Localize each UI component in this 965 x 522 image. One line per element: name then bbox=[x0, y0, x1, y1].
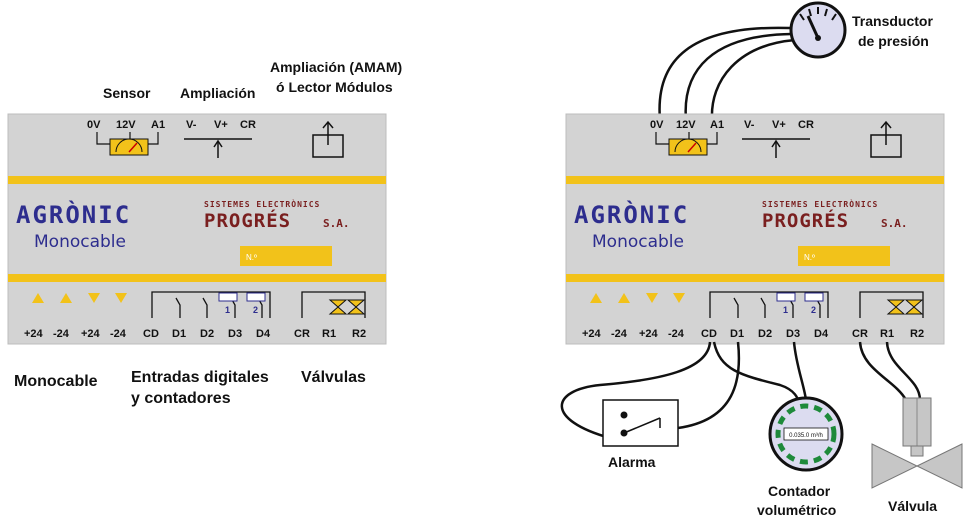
label-monocable: Monocable bbox=[14, 373, 98, 390]
stripe-bottom-left bbox=[8, 274, 386, 282]
module-port-icon-right bbox=[870, 120, 902, 158]
label-counter-line1: Contador bbox=[768, 483, 831, 499]
maker-suffix-right: S.A. bbox=[881, 217, 908, 230]
device-housing-left bbox=[7, 113, 387, 345]
terminal-top-12v-right: 12V bbox=[676, 119, 696, 131]
digital-inputs-symbol-right: 1 2 bbox=[709, 291, 829, 318]
label-sensor: Sensor bbox=[103, 85, 151, 101]
device-housing-right bbox=[565, 113, 945, 345]
maker-line1: SISTEMES ELECTRÒNICS bbox=[204, 198, 320, 209]
terminal-bottom-r1: R1 bbox=[322, 328, 336, 340]
valve-outputs-symbol-left bbox=[301, 291, 366, 318]
stripe-top-left bbox=[8, 176, 386, 184]
terminal-top-12v: 12V bbox=[116, 119, 136, 131]
terminal-bottom-p24a-right: +24 bbox=[582, 328, 602, 340]
serial-prefix: N.º bbox=[246, 253, 257, 262]
terminal-bottom-d1: D1 bbox=[172, 328, 186, 340]
sensor-gauge-icon bbox=[96, 132, 159, 156]
terminal-top-vminus: V- bbox=[186, 119, 197, 131]
label-entradas-line1: Entradas digitales bbox=[131, 369, 269, 386]
serial-plate-right bbox=[798, 246, 890, 266]
terminal-top-vplus-right: V+ bbox=[772, 119, 786, 131]
volumetric-counter-icon: 0.035.0 m³/h bbox=[768, 396, 844, 472]
terminal-bottom-d3: D3 bbox=[228, 328, 242, 340]
terminal-bottom-d2: D2 bbox=[200, 328, 214, 340]
model-label-right: Monocable bbox=[592, 232, 684, 252]
label-transducer-line1: Transductor bbox=[852, 13, 933, 29]
power-triangles-left bbox=[32, 293, 127, 303]
terminal-bottom-d3-right: D3 bbox=[786, 328, 800, 340]
label-valve: Válvula bbox=[888, 498, 937, 514]
label-transducer-line2: de presión bbox=[858, 33, 929, 49]
field-wiring bbox=[560, 341, 922, 440]
terminal-bottom-m24a: -24 bbox=[53, 328, 70, 340]
stripe-bottom-right bbox=[566, 274, 944, 282]
power-triangles-right bbox=[590, 293, 685, 303]
label-counter-line2: volumétrico bbox=[757, 502, 836, 518]
terminal-top-vminus-right: V- bbox=[744, 119, 755, 131]
terminal-bottom-cr: CR bbox=[294, 328, 310, 340]
serial-plate bbox=[240, 246, 332, 266]
terminal-bottom-m24b-right: -24 bbox=[668, 328, 685, 340]
maker-line1-right: SISTEMES ELECTRÒNICS bbox=[762, 198, 878, 209]
terminal-top-vplus: V+ bbox=[214, 119, 228, 131]
module-port-icon bbox=[312, 120, 344, 158]
terminal-bottom-cd: CD bbox=[143, 328, 159, 340]
sensor-gauge-icon-right bbox=[655, 132, 718, 156]
brand-logo: AGRÒNIC bbox=[16, 199, 131, 229]
terminal-top-0v-right: 0V bbox=[650, 119, 664, 131]
terminal-bottom-p24a: +24 bbox=[24, 328, 44, 340]
label-valvulas: Válvulas bbox=[301, 369, 366, 386]
stripe-top-right bbox=[566, 176, 944, 184]
right-panel: Transductor de presión 0V 12V A1 V- V+ C… bbox=[560, 1, 963, 518]
maker-suffix: S.A. bbox=[323, 217, 350, 230]
transducer-cables bbox=[658, 26, 796, 121]
terminal-top-cr-right: CR bbox=[798, 119, 814, 131]
counter-mark-1-right: 1 bbox=[783, 305, 788, 315]
valve-outputs-symbol-right bbox=[859, 291, 924, 318]
terminal-bottom-d4-right: D4 bbox=[814, 328, 829, 340]
terminal-top-0v: 0V bbox=[87, 119, 101, 131]
terminal-bottom-m24b: -24 bbox=[110, 328, 127, 340]
left-panel: Sensor Ampliación Ampliación (AMAM) ó Le… bbox=[7, 59, 402, 407]
terminal-top-cr: CR bbox=[240, 119, 256, 131]
label-amam-line1: Ampliación (AMAM) bbox=[270, 59, 402, 75]
terminal-bottom-p24b-right: +24 bbox=[639, 328, 659, 340]
terminal-bottom-p24b: +24 bbox=[81, 328, 101, 340]
label-alarm: Alarma bbox=[608, 454, 656, 470]
terminal-bottom-d4: D4 bbox=[256, 328, 271, 340]
terminal-top-a1-right: A1 bbox=[710, 119, 724, 131]
terminal-bottom-d2-right: D2 bbox=[758, 328, 772, 340]
digital-inputs-symbol-left: 1 2 bbox=[151, 291, 271, 318]
label-entradas-line2: y contadores bbox=[131, 390, 231, 407]
label-ampliacion: Ampliación bbox=[180, 85, 255, 101]
label-amam-line2: ó Lector Módulos bbox=[276, 79, 393, 95]
terminal-bottom-r2: R2 bbox=[352, 328, 366, 340]
terminal-bottom-m24a-right: -24 bbox=[611, 328, 628, 340]
terminal-bottom-cr-right: CR bbox=[852, 328, 868, 340]
expansion-arrow-icon-right bbox=[742, 138, 810, 158]
model-label: Monocable bbox=[34, 232, 126, 252]
valve-icon bbox=[871, 397, 963, 489]
pressure-transducer-icon bbox=[789, 1, 847, 59]
serial-prefix-right: N.º bbox=[804, 253, 815, 262]
alarm-switch-icon bbox=[602, 399, 679, 447]
maker-line2-right: PROGRÉS bbox=[762, 209, 849, 232]
counter-display-reading: 0.035.0 m³/h bbox=[789, 433, 823, 439]
brand-logo-right: AGRÒNIC bbox=[574, 199, 689, 229]
counter-mark-2-right: 2 bbox=[811, 305, 816, 315]
counter-mark-2-left: 2 bbox=[253, 305, 258, 315]
terminal-top-a1: A1 bbox=[151, 119, 165, 131]
terminal-bottom-d1-right: D1 bbox=[730, 328, 744, 340]
terminal-bottom-r2-right: R2 bbox=[910, 328, 924, 340]
maker-line2: PROGRÉS bbox=[204, 209, 291, 232]
terminal-bottom-cd-right: CD bbox=[701, 328, 717, 340]
counter-mark-1-left: 1 bbox=[225, 305, 230, 315]
terminal-bottom-r1-right: R1 bbox=[880, 328, 894, 340]
expansion-arrow-icon bbox=[184, 138, 252, 158]
